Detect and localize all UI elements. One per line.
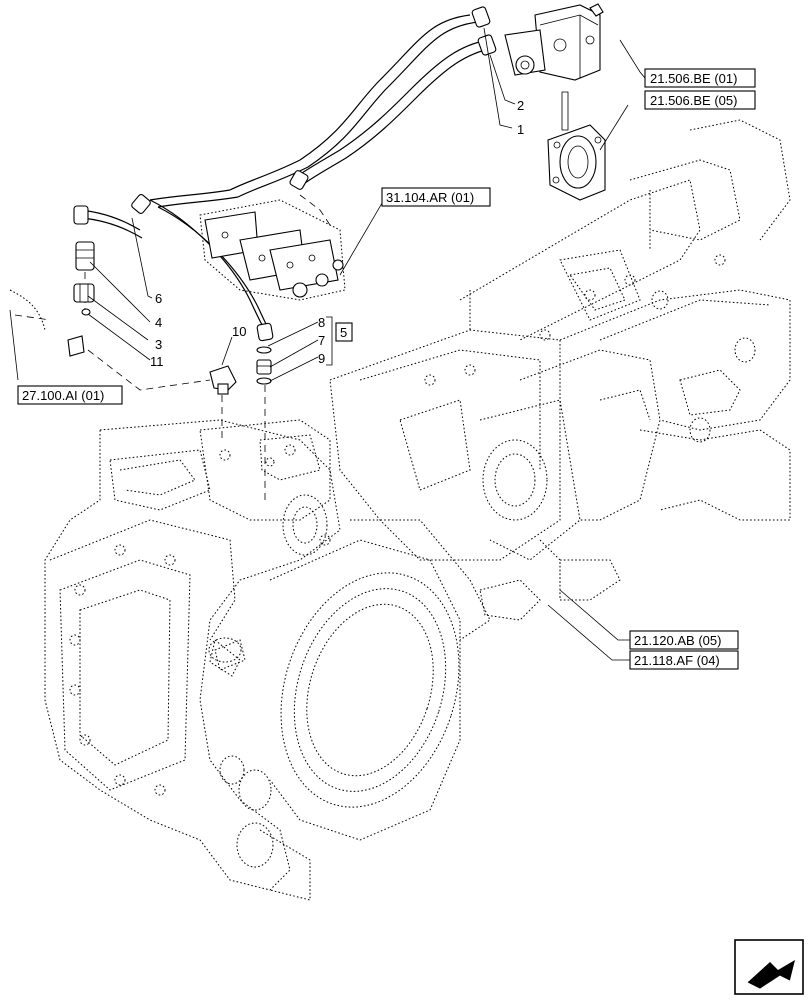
callout-9: 9: [318, 351, 325, 366]
rear-axle-frame: [459, 179, 701, 341]
callout-2: 2: [517, 98, 524, 113]
reference-labels: 21.506.BE (01) 21.506.BE (05) 31.104.AR …: [17, 68, 756, 670]
transmission-housing: [9, 119, 791, 901]
callout-6: 6: [155, 291, 162, 306]
callout-10: 10: [232, 324, 246, 339]
top-valve-assembly: [504, 3, 604, 81]
ref-31-104-ar-01: 31.104.AR (01): [386, 190, 474, 205]
callout-3: 3: [155, 337, 162, 352]
callout-5-box: [335, 322, 353, 342]
pipe-fittings: [73, 6, 497, 342]
callout-bracket: [326, 316, 333, 366]
ref-27-100-ai-01: 27.100.AI (01): [22, 388, 104, 403]
flange-assembly: [547, 91, 606, 201]
seal-9: [256, 377, 272, 385]
callout-8: 8: [318, 315, 325, 330]
seal-8: [256, 346, 272, 354]
hydraulic-pipes: [79, 14, 495, 336]
nut-3: [73, 283, 95, 303]
seal-11: [81, 308, 91, 316]
callout-numbers: 1 2 3 4 6 11 10 8 7 9 5: [150, 98, 524, 369]
ref-21-120-ab-05: 21.120.AB (05): [634, 633, 721, 648]
elbow-10: [209, 365, 237, 395]
next-page-arrow-icon[interactable]: [734, 939, 804, 995]
callout-7: 7: [318, 333, 325, 348]
fitting-4-elbow: [75, 241, 95, 271]
leader-lines: [9, 27, 646, 661]
ref-21-506-be-05: 21.506.BE (05): [650, 93, 737, 108]
adapter-7: [256, 359, 272, 375]
ref-21-506-be-01: 21.506.BE (01): [650, 71, 737, 86]
control-valve-block: [199, 199, 346, 301]
bolt-holes: [69, 254, 726, 796]
ref-21-118-af-04: 21.118.AF (04): [634, 653, 720, 668]
callout-1: 1: [517, 122, 524, 137]
callout-5: 5: [340, 325, 347, 340]
callout-11: 11: [150, 354, 164, 369]
callout-4: 4: [155, 315, 162, 330]
bracket-clip: [67, 335, 85, 357]
